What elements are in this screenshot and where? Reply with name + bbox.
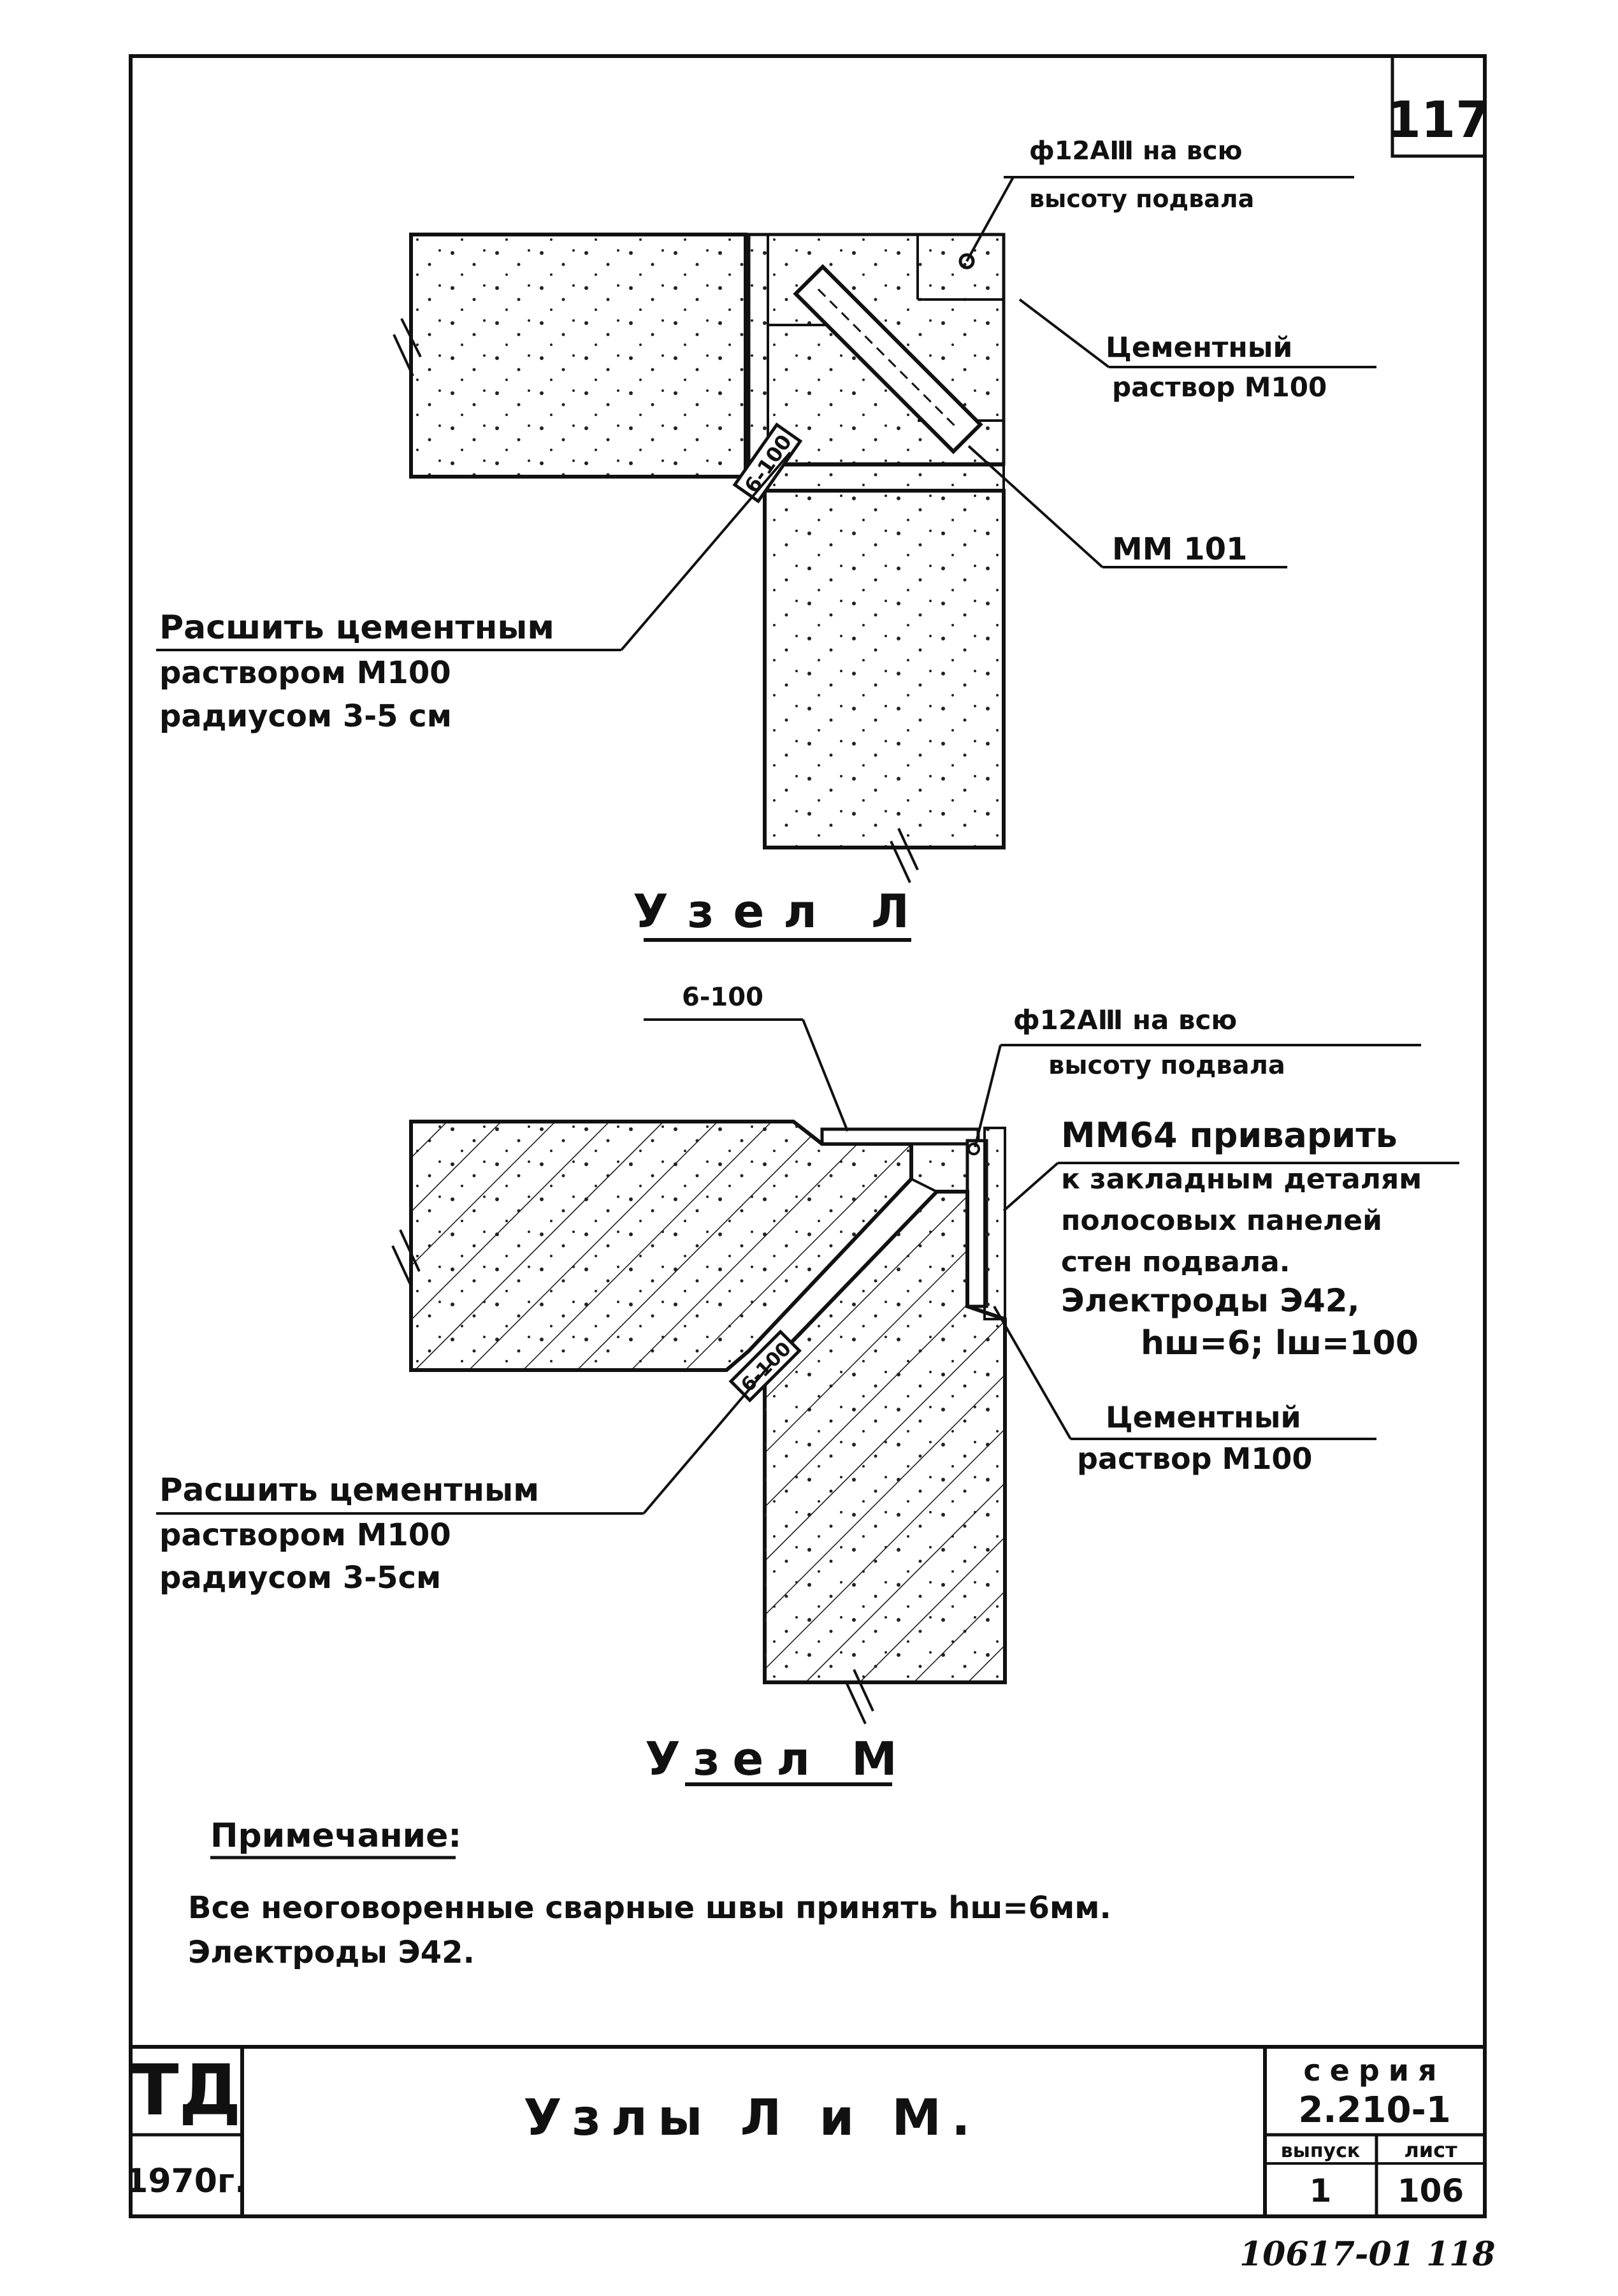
node-m-mortar-label-1: Цементный xyxy=(1106,1400,1301,1434)
node-m-joint-label-2: раствором М100 xyxy=(159,1517,451,1553)
sheet-number: 117 xyxy=(1387,92,1491,149)
footer-stamp: 10617-01 118 xyxy=(1239,2235,1496,2274)
node-l-slab xyxy=(409,233,748,479)
title-block-sheet-value: 106 xyxy=(1398,2172,1464,2209)
title-block-series-value: 2.210-1 xyxy=(1298,2090,1450,2131)
node-l-drawing: 6-100 xyxy=(393,233,1006,883)
node-l-rebar-label-2: высоту подвала xyxy=(1029,185,1254,213)
node-l-wall xyxy=(763,489,1006,849)
node-m-part-label-1: ММ64 приварить xyxy=(1061,1115,1398,1155)
node-m-title: Узел М xyxy=(645,1732,910,1786)
note-heading: Примечание: xyxy=(210,1817,461,1855)
node-m-rebar-label-2: высоту подвала xyxy=(1048,1051,1285,1080)
note-line-1: Все неоговоренные сварные швы принять hш… xyxy=(188,1890,1111,1926)
title-block-issue-label: выпуск xyxy=(1281,2140,1361,2162)
node-m-part-label-3: полосовых панелей xyxy=(1061,1204,1382,1237)
note-line-2: Электроды Э42. xyxy=(188,1935,475,1970)
node-m-rebar-label-1: ф12АⅢ на всю xyxy=(1013,1004,1237,1036)
node-l-mortar-label-1: Цементный xyxy=(1106,331,1292,364)
sheet-border xyxy=(129,54,1487,2218)
title-block-logo: ТД xyxy=(131,2049,241,2131)
node-l-leaders xyxy=(156,176,1376,651)
title-block-issue-value: 1 xyxy=(1310,2172,1332,2209)
node-m-part-label-4: стен подвала. xyxy=(1061,1246,1290,1278)
node-m-leaders xyxy=(156,1018,1459,1515)
node-l-rebar-dot xyxy=(958,253,975,270)
node-m-part-label-6: hш=6; lш=100 xyxy=(1141,1324,1419,1362)
node-m-plate xyxy=(820,1127,980,1146)
node-m-weld-label: 6-100 xyxy=(682,983,763,1012)
node-m-drawing: 6-100 xyxy=(391,1120,1007,1724)
node-m-rebar-dot xyxy=(967,1143,980,1155)
node-l-mortar-label-2: раствор М100 xyxy=(1112,372,1327,403)
node-l-rebar-label-1: ф12АⅢ на всю xyxy=(1029,136,1243,166)
node-l-plate xyxy=(793,264,983,454)
title-block-title: Узлы Л и М. xyxy=(523,2090,980,2147)
title-block-year: 1970г. xyxy=(125,2162,247,2200)
title-block-sheet-label: лист xyxy=(1404,2138,1457,2162)
node-l-joint-label-3: радиусом 3-5 см xyxy=(159,698,452,734)
node-m-joint-label-3: радиусом 3-5см xyxy=(159,1560,441,1596)
node-m-part-label-2: к закладным деталям xyxy=(1061,1163,1422,1195)
node-m-mortar-label-2: раствор М100 xyxy=(1077,1441,1312,1476)
node-l-part-label: ММ 101 xyxy=(1112,531,1247,567)
node-l-title: Узел Л xyxy=(633,884,928,938)
node-l-mortar-strip xyxy=(767,464,1005,492)
sheet-number-box xyxy=(1390,56,1485,158)
node-l-joint-label-2: раствором М100 xyxy=(159,655,451,691)
node-m-part-label-5: Электроды Э42, xyxy=(1061,1282,1360,1319)
node-l-joint-label-1: Расшить цементным xyxy=(159,609,554,647)
title-block-series-label: серия xyxy=(1303,2053,1445,2088)
node-m-joint-label-1: Расшить цементным xyxy=(159,1471,539,1508)
title-block xyxy=(131,2045,1485,2216)
